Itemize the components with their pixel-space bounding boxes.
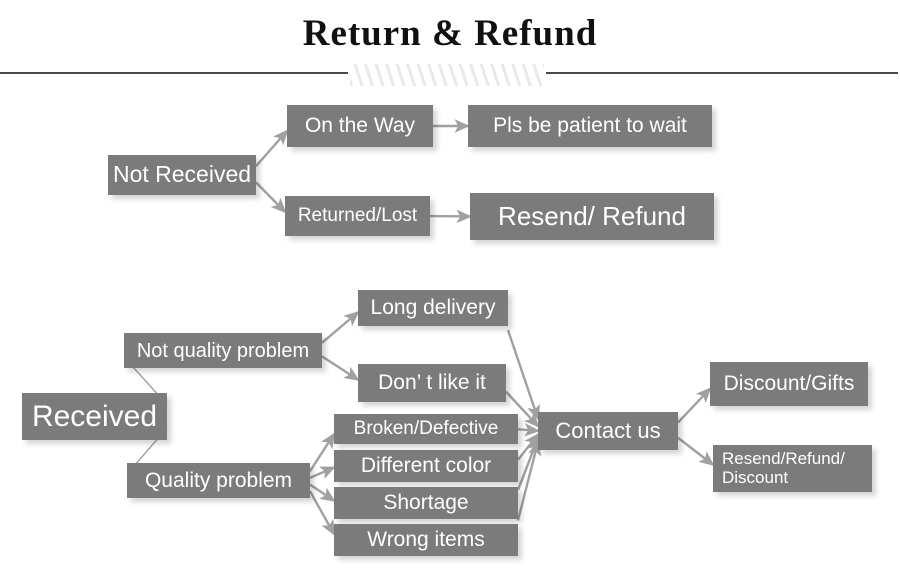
flow-node-label: Not Received [112, 161, 252, 188]
flow-node-dont-like-it: Don’ t like it [358, 364, 506, 402]
flow-node-wrong-items: Wrong items [334, 524, 518, 556]
flow-node-different-color: Different color [334, 450, 518, 482]
flow-node-label: Received [31, 400, 158, 433]
connector-contact-us-to-resend-refund-discount [677, 436, 715, 466]
title-divider [0, 62, 900, 88]
connector-contact-us-to-discount-gifts [677, 387, 712, 424]
flow-node-label: Contact us [555, 417, 661, 443]
flow-node-discount-gifts: Discount/Gifts [710, 362, 868, 406]
page-title: Return & Refund [302, 13, 598, 54]
connector-quality-problem-to-different-color [309, 466, 336, 479]
connector-dont-like-it-to-contact-us [505, 390, 540, 428]
flow-node-quality-problem: Quality problem [127, 463, 310, 498]
flow-node-on-the-way: On the Way [287, 105, 433, 147]
connector-wrong-items-to-contact-us [516, 440, 542, 521]
connector-not-received-to-on-the-way [255, 129, 289, 167]
flow-node-label: On the Way [304, 114, 416, 138]
flow-node-returned-lost: Returned/Lost [285, 196, 430, 236]
flow-node-label: Resend/Refund/ Discount [722, 448, 845, 487]
connector-not-quality-problem-to-long-delivery [321, 311, 360, 344]
connector-quality-problem-to-shortage [309, 483, 336, 502]
connector-quality-problem-to-broken-defective [308, 432, 336, 472]
flow-node-label: Pls be patient to wait [493, 114, 687, 138]
flow-node-label: Returned/Lost [297, 204, 418, 226]
flow-node-label: Don’ t like it [378, 371, 486, 395]
flow-node-not-received: Not Received [108, 155, 256, 195]
flow-node-not-quality-problem: Not quality problem [124, 333, 322, 368]
flow-node-broken-defective: Broken/Defective [334, 414, 518, 444]
connector-not-received-to-returned-lost [255, 181, 287, 214]
divider-rule-right [546, 72, 898, 74]
connector-broken-defective-to-contact-us [517, 423, 540, 437]
flow-node-label: Quality problem [144, 468, 293, 492]
flow-node-label: Resend/ Refund [498, 201, 686, 232]
flow-node-shortage: Shortage [334, 487, 518, 519]
flow-node-long-delivery: Long delivery [358, 290, 508, 326]
hatched-divider-icon [350, 64, 544, 86]
flow-node-label: Wrong items [367, 528, 485, 552]
flow-node-resend-refund: Resend/ Refund [470, 193, 714, 240]
flow-node-label: Discount/Gifts [723, 372, 855, 396]
flow-node-label: Not quality problem [136, 339, 310, 362]
flow-node-contact-us: Contact us [538, 412, 678, 450]
flow-node-label: Broken/Defective [353, 417, 499, 439]
connector-quality-problem-to-wrong-items [308, 490, 336, 536]
flow-node-label: Different color [360, 454, 492, 478]
flow-node-label: Long delivery [370, 296, 496, 320]
flow-node-pls-be-patient: Pls be patient to wait [468, 105, 712, 147]
connector-long-delivery-to-contact-us [506, 329, 541, 421]
flow-node-label: Shortage [383, 491, 469, 515]
flow-node-resend-refund-discount: Resend/Refund/ Discount [713, 445, 872, 492]
divider-rule-left [0, 72, 348, 74]
connector-not-quality-problem-to-dont-like-it [321, 355, 360, 381]
flow-node-received: Received [22, 393, 167, 440]
